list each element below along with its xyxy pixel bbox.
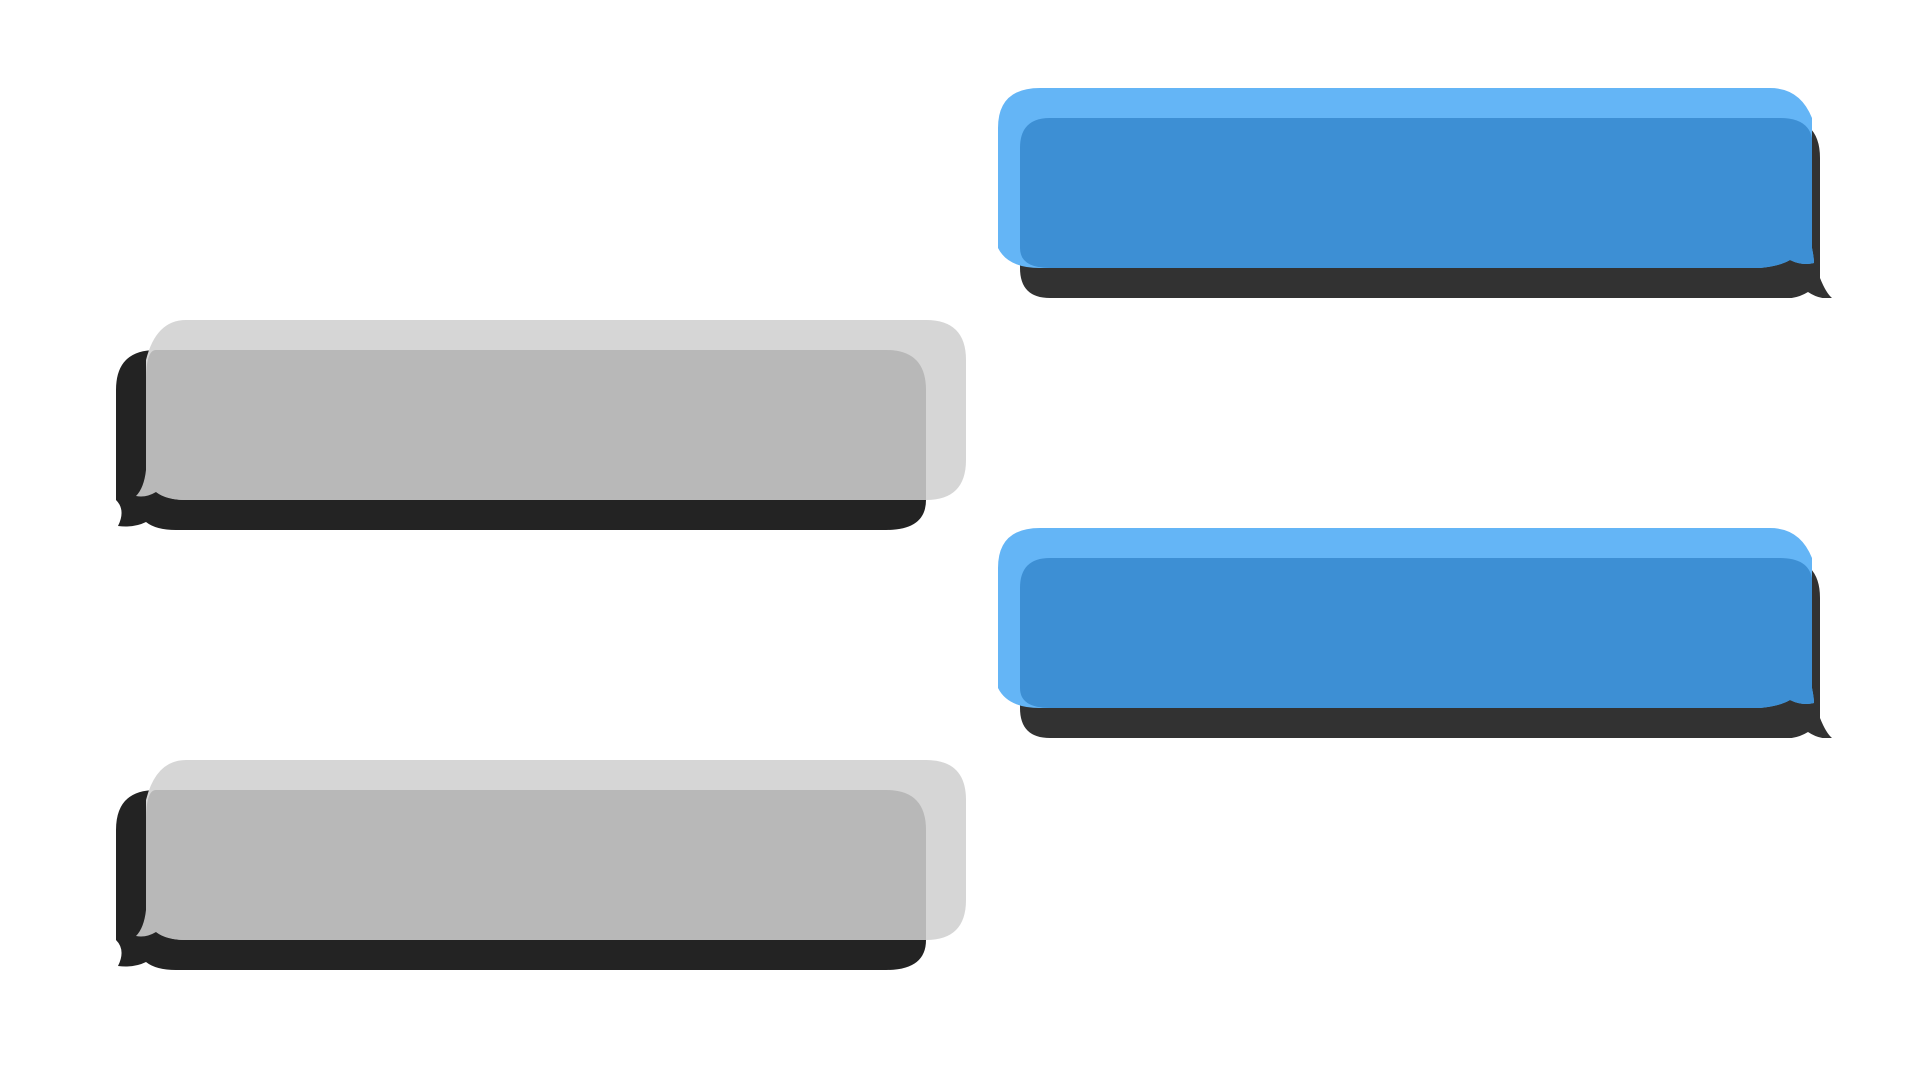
message-text	[96, 760, 976, 970]
message-text	[96, 320, 976, 530]
message-text	[990, 88, 1860, 298]
message-text	[990, 528, 1860, 738]
incoming-message-bubble[interactable]	[96, 760, 976, 970]
incoming-message-bubble[interactable]	[96, 320, 976, 530]
outgoing-bubble-shape	[998, 88, 1832, 299]
bubble-overlap	[1020, 558, 1814, 708]
bubble-overlap	[136, 350, 926, 500]
incoming-bubble-shape	[116, 320, 966, 530]
outgoing-message-bubble[interactable]	[990, 528, 1860, 739]
bubble-overlap	[136, 790, 926, 940]
incoming-bubble-shape	[116, 760, 966, 970]
outgoing-bubble-shape	[998, 528, 1832, 739]
outgoing-message-bubble[interactable]	[990, 88, 1860, 299]
bubble-overlap	[1020, 118, 1814, 268]
